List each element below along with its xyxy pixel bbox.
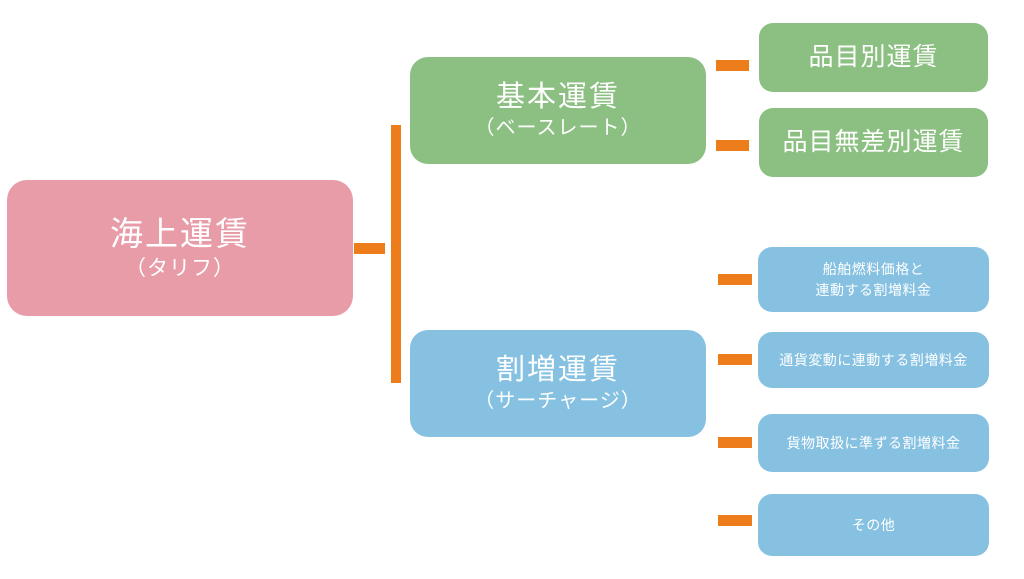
connector-root-stub	[354, 243, 385, 254]
node-branch-warimashi-unchin[interactable]: 割増運賃 （サーチャージ）	[410, 330, 706, 437]
node-leaf-hinmokubetsu-label: 品目別運賃	[808, 43, 939, 72]
node-root-kaijo-unchin[interactable]: 海上運賃 （タリフ）	[7, 180, 353, 316]
connector-kihon-child-2	[716, 140, 749, 151]
node-leaf-cargo-handling-label: 貨物取扱に準ずる割増料金	[787, 433, 961, 453]
node-leaf-other-line-1: その他	[851, 516, 896, 533]
node-leaf-hinmokubetsu-unchin[interactable]: 品目別運賃	[759, 23, 988, 92]
node-leaf-bunker-line-1: 船舶燃料価格と	[822, 261, 925, 278]
node-leaf-bunker-line-2: 連動する割増料金	[815, 281, 932, 298]
node-leaf-currency-label: 通貨変動に連動する割増料金	[779, 350, 968, 370]
node-leaf-currency-line-1: 通貨変動に連動する割増料金	[779, 351, 968, 368]
node-leaf-other-surcharge[interactable]: その他	[758, 494, 989, 556]
connector-kihon-child-1	[716, 60, 749, 71]
node-leaf-other-label: その他	[852, 515, 896, 535]
node-branch-warimashi-subtitle: （サーチャージ）	[474, 390, 642, 413]
connector-warimashi-child-1	[718, 274, 752, 285]
connector-warimashi-child-2	[718, 354, 752, 365]
node-leaf-hinmokumusabetsu-label: 品目無差別運賃	[782, 128, 965, 157]
node-leaf-cargo-handling-line-1: 貨物取扱に準ずる割増料金	[786, 434, 961, 451]
node-leaf-bunker-label: 船舶燃料価格と 連動する割増料金	[816, 259, 932, 300]
node-branch-warimashi-title: 割増運賃	[495, 353, 620, 386]
node-root-subtitle: （タリフ）	[125, 256, 235, 280]
node-leaf-bunker-surcharge[interactable]: 船舶燃料価格と 連動する割増料金	[758, 247, 989, 312]
node-branch-kihon-title: 基本運賃	[495, 80, 620, 113]
node-leaf-hinmokumusabetsu-unchin[interactable]: 品目無差別運賃	[759, 108, 988, 177]
connector-warimashi-child-4	[718, 515, 752, 526]
node-leaf-currency-surcharge[interactable]: 通貨変動に連動する割増料金	[758, 332, 989, 388]
connector-warimashi-child-3	[718, 437, 752, 448]
node-branch-kihon-subtitle: （ベースレート）	[474, 117, 642, 140]
node-branch-kihon-unchin[interactable]: 基本運賃 （ベースレート）	[410, 57, 706, 164]
node-root-title: 海上運賃	[110, 214, 250, 252]
connector-vertical-spine	[391, 125, 401, 383]
node-leaf-cargo-handling-surcharge[interactable]: 貨物取扱に準ずる割増料金	[758, 414, 989, 472]
